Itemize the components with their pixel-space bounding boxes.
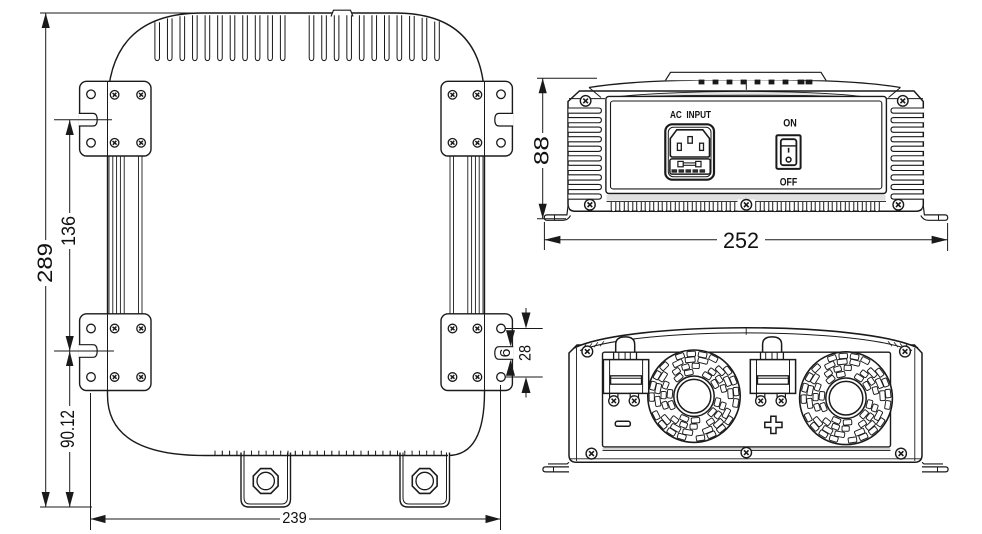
svg-text:289: 289 — [34, 243, 57, 283]
svg-text:28: 28 — [517, 345, 535, 361]
svg-text:ON: ON — [783, 118, 797, 130]
svg-text:90.12: 90.12 — [58, 410, 79, 448]
svg-text:252: 252 — [723, 228, 759, 253]
svg-text:136: 136 — [59, 216, 80, 246]
svg-text:88: 88 — [531, 136, 554, 165]
svg-text:AC INPUT: AC INPUT — [670, 109, 711, 121]
svg-text:239: 239 — [282, 510, 307, 527]
svg-text:6: 6 — [497, 349, 514, 358]
svg-text:OFF: OFF — [780, 176, 798, 188]
